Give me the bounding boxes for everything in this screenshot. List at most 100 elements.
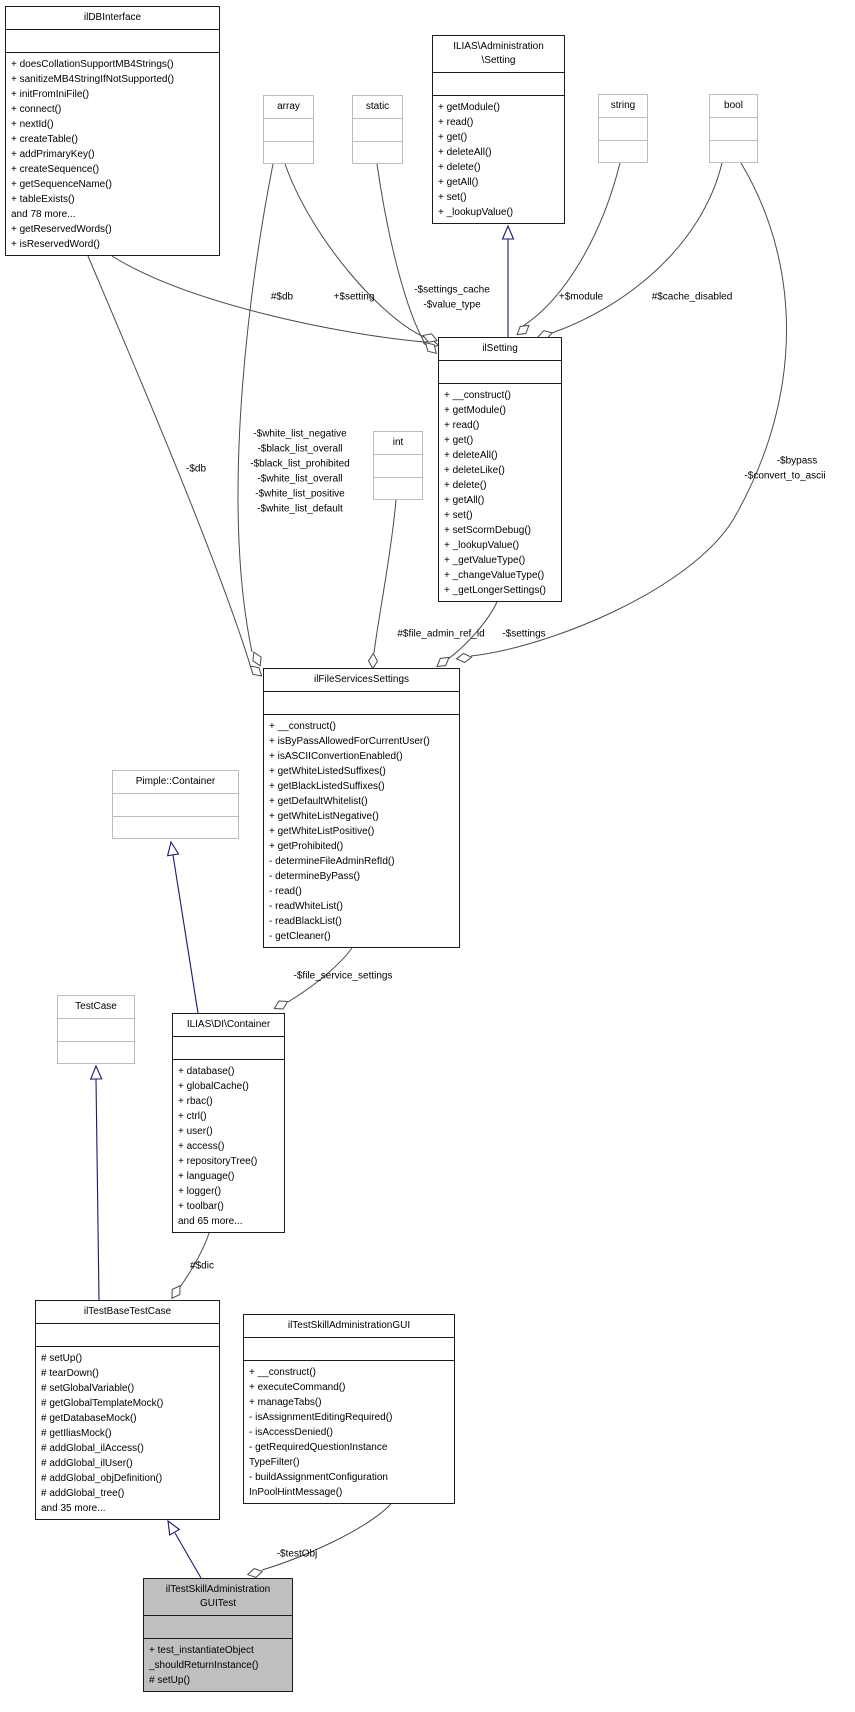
member: + manageTabs() [249,1397,322,1408]
member: + __construct() [249,1367,316,1378]
inheritance-edge-container [172,854,199,1014]
member: # getGlobalTemplateMock() [41,1398,164,1409]
member: - getCleaner() [269,931,331,942]
class-pimple-container[interactable]: Pimple::Container [112,770,239,839]
aggregation-diamond-icon [422,333,438,343]
aggregation-diamond-icon [455,652,473,664]
attributes-compartment [264,692,459,715]
class-iltestskilladministrationgui[interactable]: ilTestSkillAdministrationGUI + __constru… [243,1314,455,1504]
class-title: ilSetting [439,338,561,361]
member: # setGlobalVariable() [41,1383,135,1394]
member: + repositoryTree() [178,1156,258,1167]
class-string[interactable]: string [598,94,648,163]
attributes-compartment [710,118,757,141]
aggregation-diamond-icon [516,324,530,336]
aggregation-diamond-icon [367,652,379,670]
member: # addGlobal_ilAccess() [41,1443,144,1454]
attributes-compartment [439,361,561,384]
class-title: static [353,96,402,119]
inheritance-arrowhead-icon [167,1519,181,1536]
attributes-compartment [36,1324,219,1347]
methods-compartment: + __construct()+ getModule()+ read()+ ge… [439,384,561,598]
member: + addPrimaryKey() [11,149,95,160]
usage-edge-ilsetting-filesettings [447,601,498,660]
member: + logger() [178,1186,222,1197]
methods-compartment [710,141,757,162]
methods-compartment [264,142,313,163]
class-testcase[interactable]: TestCase [57,995,135,1064]
member: # setUp() [149,1675,191,1686]
member: InPoolHintMessage() [249,1487,343,1498]
class-title: bool [710,95,757,118]
attributes-compartment [244,1338,454,1361]
member: - isAssignmentEditingRequired() [249,1412,393,1423]
edge-label-white-list-negative: -$white_list_negative [253,428,347,440]
inheritance-arrowhead-icon [501,224,515,240]
class-static[interactable]: static [352,95,403,164]
member: + getWhiteListedSuffixes() [269,766,386,777]
edge-label-dic: #$dic [190,1260,214,1272]
edge-label-value-type: -$value_type [423,299,481,311]
member: TypeFilter() [249,1457,300,1468]
usage-edge-array-ilsetting [284,163,425,338]
member: + database() [178,1066,235,1077]
aggregation-diamond-icon [252,651,262,667]
member: + get() [444,435,474,446]
edge-label-settings: -$settings [502,628,546,640]
edge-label-black-list-prohibited: -$black_list_prohibited [250,458,350,470]
inheritance-edge-guitest [174,1532,202,1579]
edge-label-db: #$db [270,291,294,303]
class-title: array [264,96,313,119]
attributes-compartment [264,119,313,142]
member: + doesCollationSupportMB4Strings() [11,59,174,70]
class-iltestbasetestcase[interactable]: ilTestBaseTestCase # setUp()# tearDown()… [35,1300,220,1520]
member: # getDatabaseMock() [41,1413,137,1424]
class-title: Pimple::Container [113,771,238,794]
attributes-compartment [144,1616,292,1639]
methods-compartment: + doesCollationSupportMB4Strings() + sani… [6,53,219,252]
methods-compartment: + __construct()+ isByPassAllowedForCurre… [264,715,459,944]
member: + toolbar() [178,1201,224,1212]
methods-compartment [353,142,402,163]
attributes-compartment [353,119,402,142]
member: + tableExists() [11,194,75,205]
member: - readWhiteList() [269,901,343,912]
class-title-line1: ILIAS\Administration [453,41,544,52]
aggregation-diamond-icon [249,665,263,677]
class-ilias-di-container[interactable]: ILIAS\DI\Container + database()+ globalC… [172,1013,285,1233]
class-title: ilDBInterface [6,7,219,30]
member: + delete() [444,480,487,491]
edge-label-settings-cache: -$settings_cache [414,284,490,296]
member: + access() [178,1141,225,1152]
class-ilias-administration-setting[interactable]: ILIAS\Administration \Setting + getModul… [432,35,565,224]
class-ilfileservicessettings[interactable]: ilFileServicesSettings + __construct()+ … [263,668,460,948]
member: # addGlobal_ilUser() [41,1458,133,1469]
member: # addGlobal_objDefinition() [41,1473,163,1484]
class-iltestskilladministrationguitest[interactable]: ilTestSkillAdministration GUITest + test… [143,1578,293,1692]
member: + user() [178,1126,213,1137]
edge-label-db-private: -$db [185,463,207,475]
usage-edge-gui-guitest [261,1503,392,1571]
class-array[interactable]: array [263,95,314,164]
inheritance-edge-basetestcase [95,1078,100,1301]
edge-label-file-service-settings: -$file_service_settings [293,970,393,982]
member: + createTable() [11,134,78,145]
class-int[interactable]: int [373,431,423,500]
methods-compartment: + test_instantiateObject_shouldReturnIns… [144,1639,292,1688]
class-bool[interactable]: bool [709,94,758,163]
member: + sanitizeMB4StringIfNotSupported() [11,74,175,85]
member: + createSequence() [11,164,100,175]
member: and 35 more... [41,1503,106,1514]
class-ilsetting[interactable]: ilSetting + __construct()+ getModule()+ … [438,337,562,602]
methods-compartment [374,478,422,499]
class-ildbinterface[interactable]: ilDBInterface + doesCollationSupportMB4S… [5,6,220,256]
methods-compartment: + __construct()+ executeCommand()+ manag… [244,1361,454,1500]
usage-edge-string-ilsetting [519,162,621,329]
class-title: string [599,95,647,118]
member: + _getLongerSettings() [444,585,547,596]
attributes-compartment [599,118,647,141]
member: + connect() [11,104,62,115]
member: - buildAssignmentConfiguration [249,1472,388,1483]
methods-compartment [599,141,647,162]
member: + getWhiteListNegative() [269,811,379,822]
